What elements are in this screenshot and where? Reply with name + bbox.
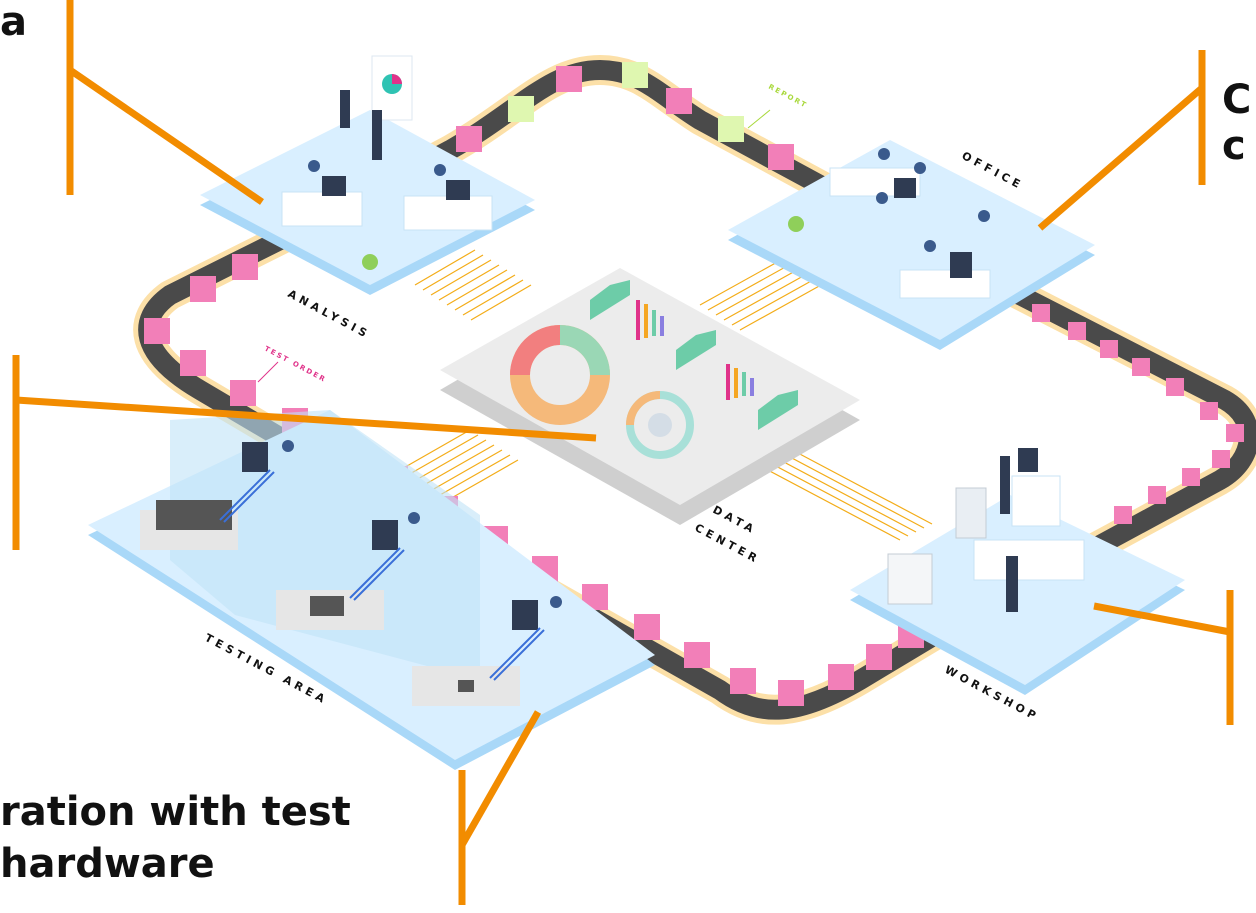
person — [282, 440, 294, 452]
test-device — [156, 500, 232, 530]
desk — [899, 269, 991, 299]
test-order-tag: TEST ORDER — [263, 345, 328, 385]
person — [372, 110, 382, 160]
callout-text-office: C — [1222, 77, 1252, 123]
callout-line-office — [1037, 85, 1205, 231]
belt-box — [232, 254, 258, 280]
glass-wall — [170, 410, 480, 680]
belt-box — [1132, 358, 1150, 376]
test-order-tag-line — [257, 361, 279, 383]
report-tag: REPORT — [767, 83, 809, 110]
belt-box — [730, 668, 756, 694]
belt-box — [508, 96, 534, 122]
area-chart — [590, 280, 630, 320]
belt-box — [778, 680, 804, 706]
desk — [281, 191, 363, 227]
area-chart — [758, 390, 798, 430]
test-device — [458, 680, 474, 692]
belt-box — [828, 664, 854, 690]
parts-shelf — [887, 553, 933, 605]
zone-label-analysis: ANALYSIS — [286, 287, 373, 341]
belt-box — [456, 126, 482, 152]
belt-box — [634, 614, 660, 640]
cable-bundle — [219, 469, 545, 681]
belt-box — [556, 66, 582, 92]
person — [550, 596, 562, 608]
person — [434, 164, 446, 176]
test-device — [310, 596, 344, 616]
callout-text-testing: ration with test — [0, 789, 351, 835]
desk — [1011, 475, 1061, 527]
monitor — [950, 252, 972, 278]
belt-box — [230, 380, 256, 406]
belt-box — [1068, 322, 1086, 340]
server-rack — [955, 487, 987, 539]
belt-box — [684, 642, 710, 668]
belt-box — [1100, 340, 1118, 358]
plant-icon — [788, 216, 804, 232]
monitor — [372, 520, 398, 550]
callout-line-testing — [458, 710, 542, 847]
plant-icon — [362, 254, 378, 270]
monitor — [1018, 448, 1038, 472]
testing-area-platform — [88, 410, 655, 770]
belt-box — [666, 88, 692, 114]
monitor — [322, 176, 346, 196]
belt-box — [1032, 304, 1050, 322]
office-platform — [728, 140, 1095, 350]
callout-line-workshop — [1093, 602, 1231, 636]
belt-box — [622, 62, 648, 88]
monitor — [894, 178, 916, 198]
person — [340, 90, 350, 128]
belt-box — [866, 644, 892, 670]
belt-box — [1182, 468, 1200, 486]
person — [408, 512, 420, 524]
workshop-platform — [850, 448, 1185, 695]
belt-box — [144, 318, 170, 344]
person — [876, 192, 888, 204]
callout-text-testing: hardware — [0, 841, 215, 887]
belt-box — [190, 276, 216, 302]
belt-box — [718, 116, 744, 142]
belt-box — [1212, 450, 1230, 468]
analysis-platform — [200, 55, 535, 295]
conveyor-belt — [133, 55, 1256, 725]
callout-text-office: c — [1222, 123, 1246, 169]
desk — [973, 539, 1085, 581]
person — [308, 160, 320, 172]
callout-line-data-center — [15, 396, 597, 442]
person — [914, 162, 926, 174]
data-link-lines — [399, 249, 933, 541]
belt-box — [1166, 378, 1184, 396]
bar-chart-icon — [636, 300, 664, 340]
person — [924, 240, 936, 252]
callout-lines — [12, 0, 1234, 905]
bar-chart-icon — [726, 364, 754, 400]
belt-box — [1148, 486, 1166, 504]
belt-box — [768, 144, 794, 170]
belt-box — [1200, 402, 1218, 420]
person — [1000, 456, 1010, 514]
callout-line-analysis — [68, 67, 264, 205]
belt-box — [1114, 506, 1132, 524]
person — [878, 148, 890, 160]
callout-text-analysis: a — [0, 0, 27, 45]
desk — [403, 195, 493, 231]
report-tag-line — [747, 109, 771, 129]
data-center-platform — [440, 268, 860, 525]
area-chart — [676, 330, 716, 370]
belt-box — [180, 350, 206, 376]
belt-box — [1226, 424, 1244, 442]
monitor — [242, 442, 268, 472]
person — [1006, 556, 1018, 612]
monitor — [512, 600, 538, 630]
person — [978, 210, 990, 222]
monitor — [446, 180, 470, 200]
